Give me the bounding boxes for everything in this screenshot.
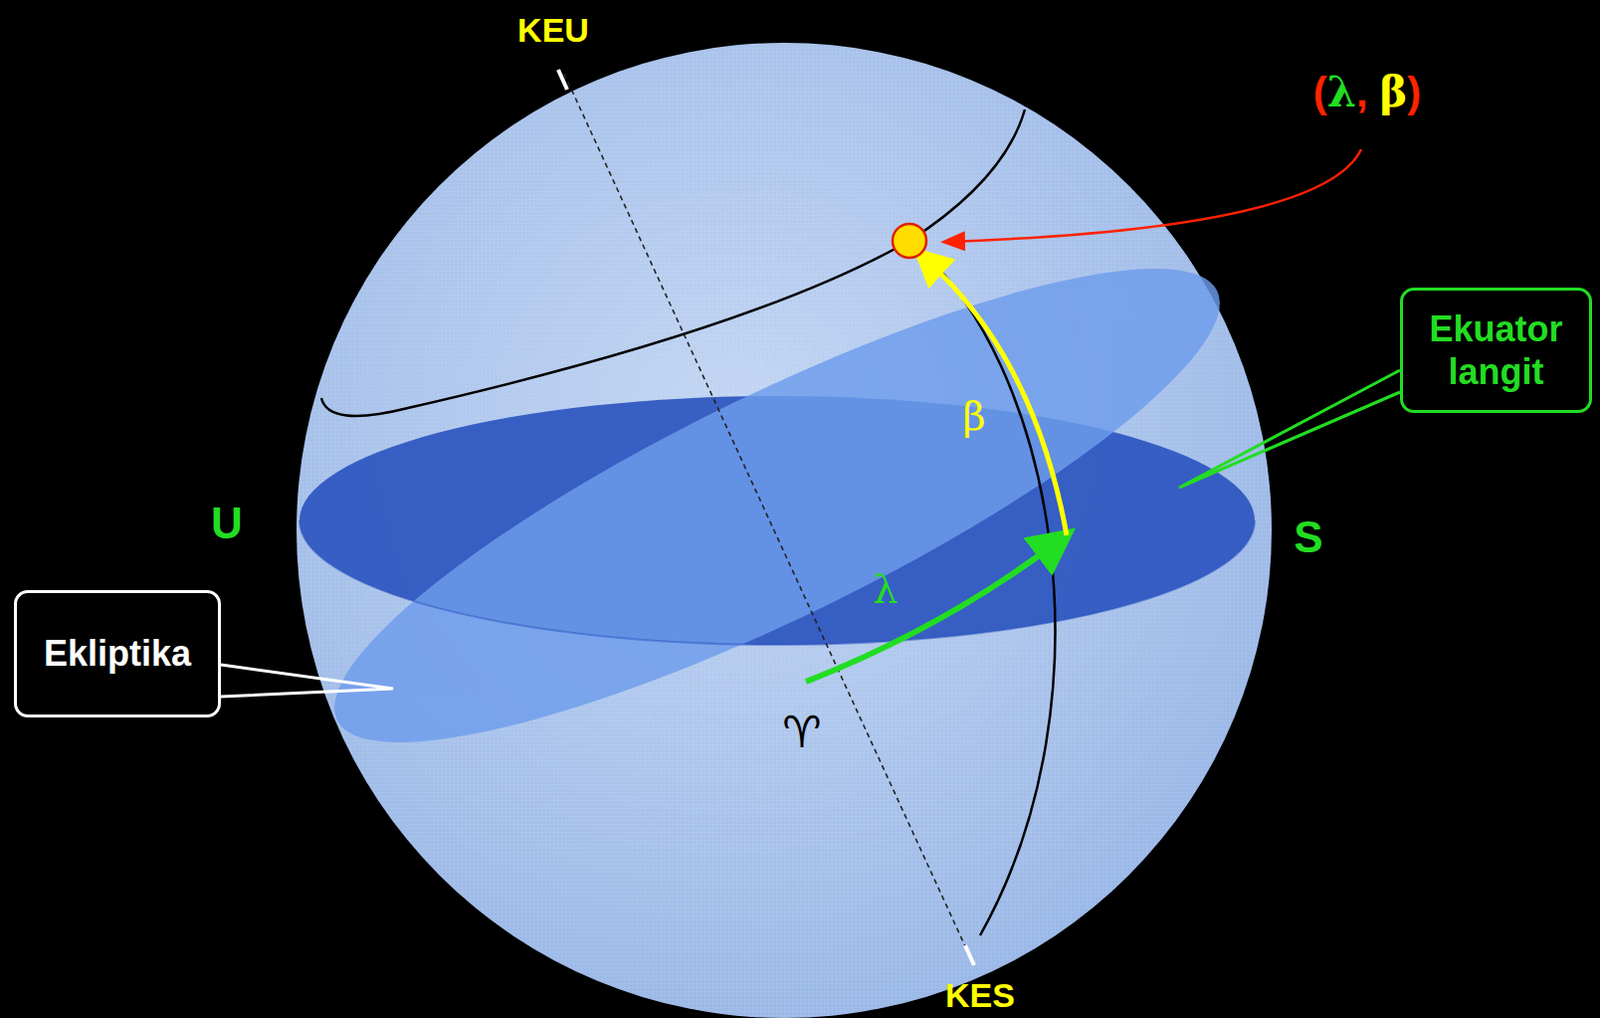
callout-text: Ekuator langit: [1414, 307, 1578, 394]
object-point: [892, 223, 927, 258]
axis-tick: [558, 69, 568, 90]
callout-box: Ekliptika: [13, 590, 221, 718]
axis-tick: [965, 945, 975, 966]
vernal-equinox-symbol: ♈: [782, 706, 821, 758]
callout-text: Ekliptika: [43, 631, 192, 675]
direction-label: U: [210, 498, 243, 549]
callout-box: Ekuator langit: [1400, 287, 1593, 413]
coordinate-label: (λ, β): [1313, 67, 1422, 117]
callout-leader: [1179, 370, 1400, 488]
coordinate-leader: [945, 149, 1362, 242]
pole-label: KEU: [517, 10, 590, 50]
direction-label: S: [1293, 512, 1323, 563]
lambda-label: λ: [872, 566, 898, 612]
callout-leader: [220, 664, 394, 697]
lambda-arrow: [805, 542, 1057, 682]
pole-axis: [564, 73, 972, 960]
latitude-circle: [321, 109, 1025, 416]
beta-arrow: [927, 260, 1067, 536]
beta-label: β: [962, 393, 986, 439]
ecliptic-meridian: [909, 240, 1055, 936]
pole-label: KES: [945, 976, 1015, 1015]
ecliptic-plane: [288, 191, 1267, 821]
equator-edge: [299, 520, 1255, 645]
